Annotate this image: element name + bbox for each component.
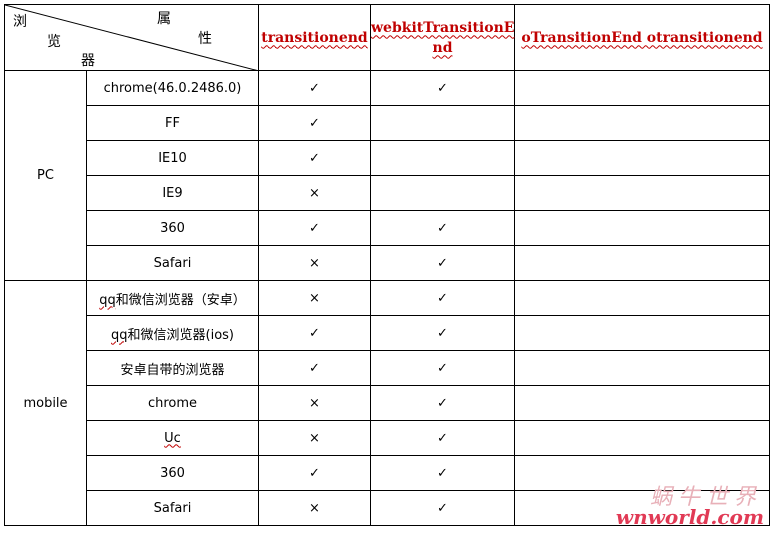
support-cell: ✓ xyxy=(258,105,371,141)
corner-row-label-a: 浏 xyxy=(13,14,27,30)
support-cell xyxy=(514,280,770,316)
support-cell: ✓ xyxy=(370,385,515,421)
browser-name-rest: 和微信浏览器（安卓） xyxy=(115,292,246,308)
support-cell: ✓ xyxy=(370,350,515,386)
browser-name: 安卓自带的浏览器 xyxy=(86,350,259,386)
browser-name: qq和微信浏览器（安卓） xyxy=(86,280,259,316)
support-cell: ✓ xyxy=(370,420,515,456)
support-cell: ✓ xyxy=(370,245,515,281)
support-cell: ✓ xyxy=(258,315,371,351)
support-cell xyxy=(370,175,515,211)
group-label-mobile: mobile xyxy=(4,280,87,526)
header-webkit-part1: webkitTransitionE xyxy=(371,19,515,36)
watermark-cn: 蜗牛世界 xyxy=(649,485,762,510)
support-cell: ✓ xyxy=(370,280,515,316)
support-cell: × xyxy=(258,420,371,456)
table-row: qq和微信浏览器(ios) ✓ ✓ xyxy=(5,315,770,351)
table-row: Uc × ✓ xyxy=(5,420,770,456)
table-row: IE9 × xyxy=(5,175,770,211)
corner-row-label-b: 览 xyxy=(47,34,61,50)
support-cell: × xyxy=(258,490,371,526)
group-label-pc: PC xyxy=(4,70,87,281)
support-cell: × xyxy=(258,280,371,316)
browser-name: IE9 xyxy=(86,175,259,211)
support-cell xyxy=(514,315,770,351)
support-cell xyxy=(370,140,515,176)
support-cell xyxy=(514,490,770,526)
table-row: IE10 ✓ xyxy=(5,140,770,176)
header-row: 属 性 浏 览 器 transitionend webkitTransition… xyxy=(4,4,770,71)
corner-col-label-b: 性 xyxy=(198,31,212,47)
browser-name-text: Uc xyxy=(164,430,181,446)
support-cell: ✓ xyxy=(370,490,515,526)
support-cell xyxy=(514,420,770,456)
support-cell xyxy=(514,385,770,421)
browser-name: chrome xyxy=(86,385,259,421)
support-cell: × xyxy=(258,175,371,211)
header-webkit-transitionend: webkitTransitionE nd xyxy=(370,4,515,71)
table-row: mobile qq和微信浏览器（安卓） × ✓ xyxy=(4,280,770,526)
support-cell: ✓ xyxy=(370,315,515,351)
browser-name: Safari xyxy=(86,490,259,526)
table-row: 360 ✓ ✓ xyxy=(5,210,770,246)
browser-name: chrome(46.0.2486.0) xyxy=(86,70,259,106)
header-transitionend: transitionend xyxy=(258,4,371,71)
header-webkit-part2: nd xyxy=(432,39,453,56)
table-row: PC chrome(46.0.2486.0) ✓ ✓ xyxy=(4,70,770,281)
watermark-logo: 蜗牛世界 wnworld.com xyxy=(616,479,766,535)
support-cell xyxy=(514,140,770,176)
table-row: Safari × ✓ xyxy=(5,245,770,281)
browser-name: 360 xyxy=(86,210,259,246)
support-cell: ✓ xyxy=(370,210,515,246)
corner-cell: 属 性 浏 览 器 xyxy=(4,4,259,71)
support-cell: ✓ xyxy=(258,350,371,386)
support-cell: ✓ xyxy=(370,455,515,491)
corner-col-label-a: 属 xyxy=(157,11,171,27)
corner-row-label-c: 器 xyxy=(81,53,95,69)
support-cell xyxy=(514,70,770,106)
support-cell xyxy=(514,245,770,281)
support-cell: ✓ xyxy=(258,455,371,491)
browser-name: FF xyxy=(86,105,259,141)
browser-name: 360 xyxy=(86,455,259,491)
table-row: 安卓自带的浏览器 ✓ ✓ xyxy=(5,350,770,386)
support-cell xyxy=(370,105,515,141)
table-row: chrome × ✓ xyxy=(5,385,770,421)
support-cell: × xyxy=(258,245,371,281)
browser-name: Safari xyxy=(86,245,259,281)
support-cell: × xyxy=(258,385,371,421)
support-cell xyxy=(514,210,770,246)
browser-name: Uc xyxy=(86,420,259,456)
table-row: 360 ✓ ✓ xyxy=(5,455,770,491)
watermark-en: wnworld.com xyxy=(615,505,764,529)
browser-name: IE10 xyxy=(86,140,259,176)
support-cell: ✓ xyxy=(258,70,371,106)
browser-name-prefix: qq xyxy=(99,292,116,308)
table-row: FF ✓ xyxy=(5,105,770,141)
browser-name-rest: 和微信浏览器(ios) xyxy=(127,327,234,343)
browser-name: qq和微信浏览器(ios) xyxy=(86,315,259,351)
support-cell: ✓ xyxy=(370,70,515,106)
table-row: Safari × ✓ xyxy=(5,490,770,526)
diagonal-line xyxy=(5,5,259,71)
support-cell xyxy=(514,350,770,386)
support-cell: ✓ xyxy=(258,210,371,246)
header-o-transitionend: oTransitionEnd otransitionend xyxy=(514,4,770,71)
support-cell xyxy=(514,105,770,141)
browser-name-prefix: qq xyxy=(111,327,128,343)
support-cell xyxy=(514,175,770,211)
support-cell: ✓ xyxy=(258,140,371,176)
compatibility-table: 属 性 浏 览 器 transitionend webkitTransition… xyxy=(4,4,770,526)
